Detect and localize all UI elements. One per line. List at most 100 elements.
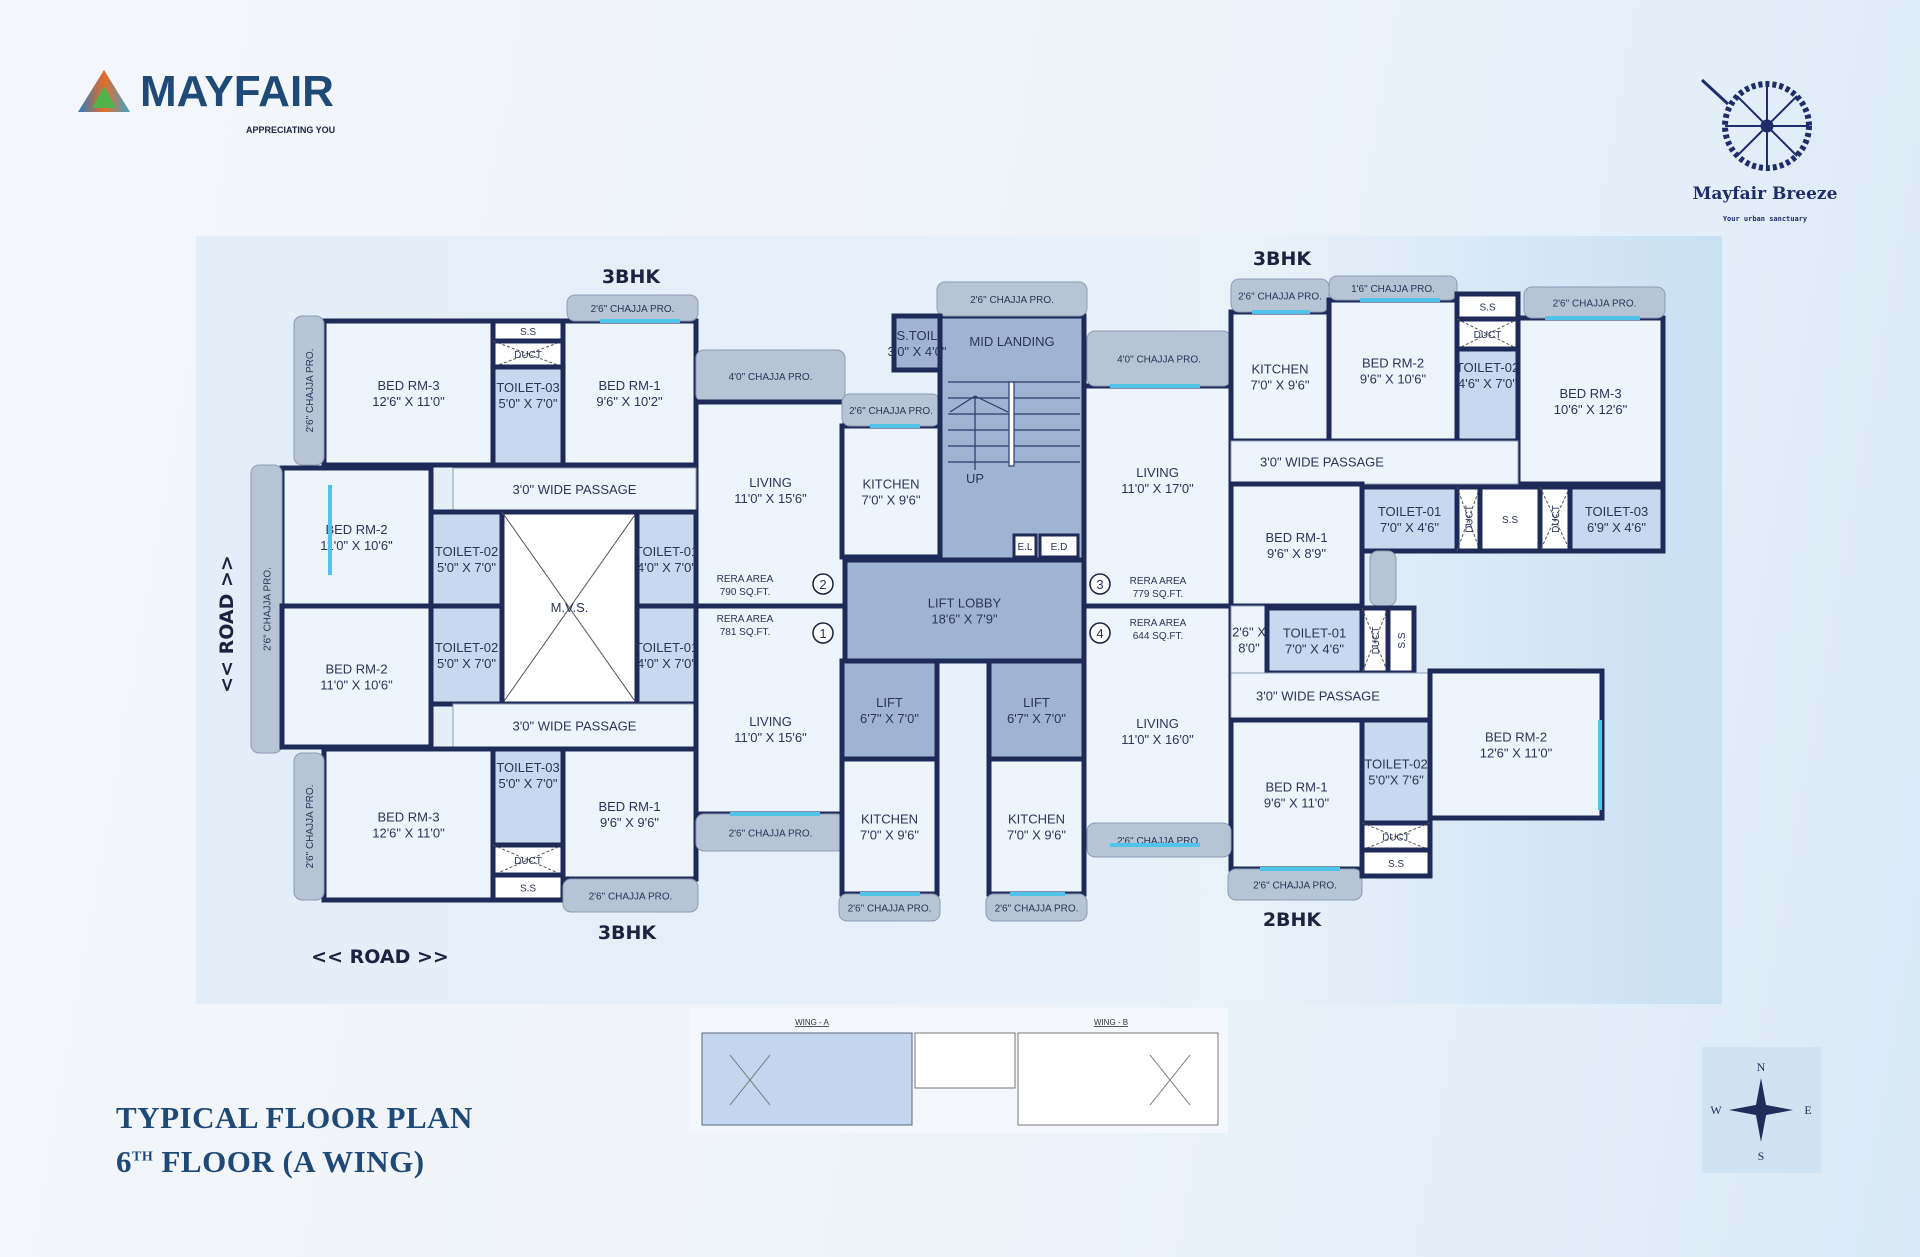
room-shape bbox=[1081, 603, 1234, 848]
unit-number: 4 bbox=[1096, 626, 1103, 641]
room-name: S.S bbox=[1388, 859, 1404, 870]
room-name: BED RM-3 bbox=[377, 378, 439, 393]
room-name: 2'6" CHAJJA PRO. bbox=[1553, 299, 1637, 310]
room-dimensions: 7'0" X 9'6" bbox=[1250, 378, 1309, 393]
room-name: TOILET-02 bbox=[1364, 757, 1427, 772]
room-dimensions: 5'0" X 7'0" bbox=[437, 560, 496, 575]
room-name: DUCT bbox=[1474, 330, 1502, 341]
room-shape bbox=[321, 318, 496, 468]
room-shape bbox=[293, 315, 325, 466]
room-name: LIFT bbox=[1023, 695, 1050, 710]
room-dimensions: 5'0" X 7'0" bbox=[437, 656, 496, 671]
room-m-v-s-: M.V.S. bbox=[499, 509, 640, 707]
room-label: 3'0" WIDE PASSAGE bbox=[1256, 689, 1380, 704]
room-shape bbox=[1230, 672, 1431, 721]
room-dimensions: 12'6" X 11'0" bbox=[372, 826, 445, 841]
room-dimensions: 10'6" X 12'6" bbox=[1554, 402, 1628, 417]
duct-cross bbox=[492, 340, 564, 368]
room-name: BED RM-2 bbox=[325, 662, 387, 677]
room-dimensions: 9'6" X 9'6" bbox=[600, 815, 659, 830]
room-label: S.S bbox=[1502, 515, 1518, 526]
room-s-s: S.S bbox=[1454, 291, 1521, 322]
room-shape bbox=[293, 752, 325, 901]
road-label-bottom: << ROAD >> bbox=[311, 946, 449, 968]
room-dimensions: 5'0" X 7'0" bbox=[498, 396, 557, 411]
room-dimensions: 7'0" X 4'6" bbox=[1380, 520, 1439, 535]
room-name: LIFT bbox=[876, 695, 903, 710]
room-label: S.S bbox=[520, 884, 536, 895]
room-dimensions: 11'0" X 15'6" bbox=[734, 730, 807, 745]
room-shape bbox=[562, 878, 699, 913]
room-shape bbox=[1326, 297, 1460, 444]
room-s-s: S.S bbox=[490, 318, 566, 344]
room-dimensions: 9'6" X 10'6" bbox=[1360, 372, 1427, 387]
room-label: S.S bbox=[1388, 859, 1404, 870]
logo-tagline: APPRECIATING YOU bbox=[246, 125, 335, 135]
room-label: DUCT bbox=[1474, 330, 1502, 341]
room-name: BED RM-2 bbox=[325, 522, 387, 537]
room-dimensions: 9'6" X 11'0" bbox=[1264, 796, 1330, 811]
room-label: 3'0" WIDE PASSAGE bbox=[513, 482, 637, 497]
rera-area: 779 SQ.FT. bbox=[1133, 589, 1184, 600]
logo-inner-shape bbox=[92, 86, 116, 108]
room-duct: DUCT bbox=[490, 842, 566, 878]
mayfair-breeze-logo: Mayfair Breeze Your urban sanctuary bbox=[1693, 78, 1838, 223]
room-shape bbox=[634, 603, 699, 707]
room-label: 2'6" CHAJJA PRO. bbox=[263, 567, 274, 651]
room-shape bbox=[839, 423, 943, 560]
room-name: BED RM-2 bbox=[1485, 730, 1547, 745]
room-shape bbox=[634, 509, 699, 609]
room-2-6-chajja-pro-: 2'6" CHAJJA PRO. bbox=[293, 315, 325, 466]
floor-wing: FLOOR (A WING) bbox=[153, 1144, 425, 1179]
room-name: LIFT LOBBY bbox=[928, 596, 1002, 611]
room-2-6-chajja-pro-: 2'6" CHAJJA PRO. bbox=[1086, 822, 1232, 858]
room-name: S.TOIL bbox=[897, 328, 938, 343]
room-duct: DUCT bbox=[1537, 484, 1573, 554]
room-duct: DUCT bbox=[490, 338, 566, 370]
room-name: 2'6" CHAJJA PRO. bbox=[1253, 881, 1337, 892]
room-duct: DUCT bbox=[1359, 820, 1433, 853]
room-name: 2'6" CHAJJA PRO. bbox=[729, 829, 813, 840]
room-name: 2'6" CHAJJA PRO. bbox=[589, 892, 673, 903]
room-shape bbox=[560, 746, 699, 882]
room-shape bbox=[490, 746, 566, 848]
key-plan-wing-b: WING - B bbox=[1094, 1018, 1128, 1027]
room-shape bbox=[428, 509, 505, 609]
room-shape bbox=[986, 658, 1087, 762]
room-name: 3'0" WIDE PASSAGE bbox=[513, 482, 637, 497]
room-dimensions: 11'0" X 10'6" bbox=[320, 678, 393, 693]
unit-number-circle bbox=[1089, 622, 1111, 644]
room-2-6-chajja-pro-: 2'6" CHAJJA PRO. bbox=[838, 893, 941, 922]
stair-up-label: UP bbox=[966, 471, 984, 486]
unit-type-bottom-right: 2BHK bbox=[1263, 909, 1323, 931]
room-name: BED RM-1 bbox=[1265, 780, 1327, 795]
room-shape bbox=[1081, 383, 1234, 609]
room-shape bbox=[1228, 481, 1365, 609]
room-shape bbox=[1454, 291, 1521, 322]
room-label: 2'6" CHAJJA PRO. bbox=[729, 829, 813, 840]
room-label: DUCT bbox=[1382, 833, 1410, 844]
room-label: 2'6" CHAJJA PRO. bbox=[305, 349, 316, 433]
room-label: 4'0" CHAJJA PRO. bbox=[1117, 355, 1201, 366]
